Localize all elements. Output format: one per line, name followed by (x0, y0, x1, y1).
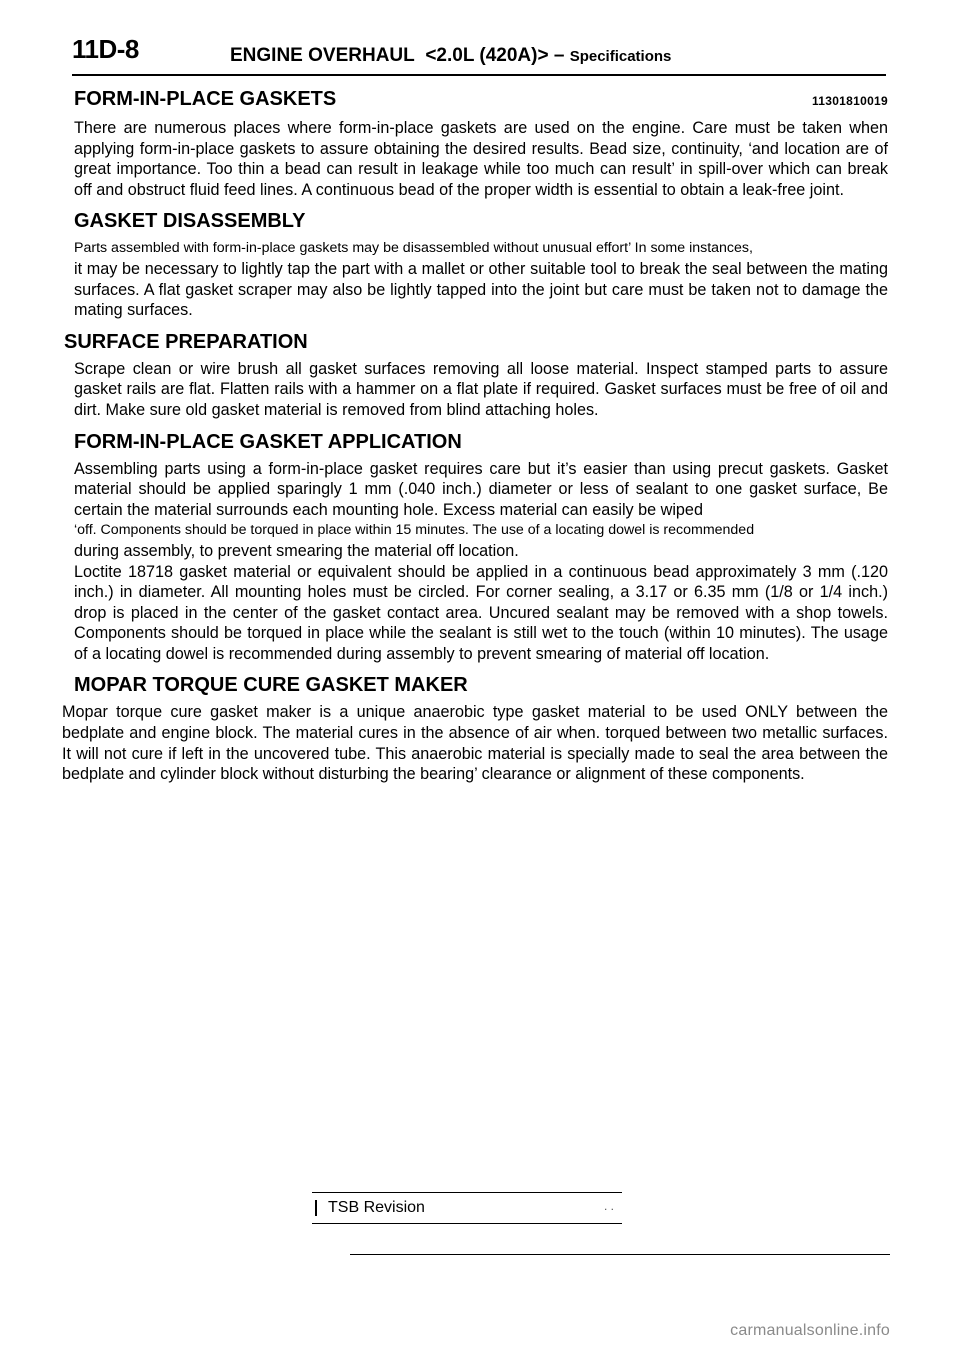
heading-text: FORM-IN-PLACE GASKETS (74, 88, 337, 110)
footer-rule (350, 1254, 890, 1255)
paragraph: Assembling parts using a form-in-place g… (74, 459, 888, 519)
watermark: carmanualsonline.info (730, 1322, 890, 1339)
tsb-bar (315, 1200, 317, 1216)
paragraph: Mopar torque cure gasket maker is a uniq… (62, 703, 888, 784)
section-heading: FORM-IN-PLACE GASKET APPLICATION (74, 429, 888, 455)
tsb-revision-box: TSB Revision . . (312, 1192, 622, 1224)
paragraph: during assembly, to prevent smearing the… (74, 541, 519, 560)
section-gasket-disassembly: GASKET DISASSEMBLY Parts assembled with … (62, 208, 888, 320)
section-code: 11301810019 (811, 94, 888, 108)
header-title: ENGINE OVERHAUL (230, 45, 415, 66)
paragraph: Loctite 18718 gasket material or equival… (74, 562, 888, 663)
section-heading: FORM-IN-PLACE GASKETS 11301810019 (74, 86, 888, 114)
heading-text: MOPAR TORQUE CURE GASKET MAKER (74, 674, 468, 697)
header-subsection: Specifications (569, 48, 672, 65)
heading-text: SURFACE PREPARATION (64, 330, 308, 353)
section-surface-preparation: SURFACE PREPARATION Scrape clean or wire… (62, 329, 888, 421)
section-heading: SURFACE PREPARATION (64, 329, 888, 355)
paragraph: Parts assembled with form-in-place gaske… (74, 240, 753, 257)
header-dash: – (553, 45, 565, 66)
heading-text: GASKET DISASSEMBLY (74, 210, 306, 233)
page-header: ENGINE OVERHAUL <2.0L (420A)> – Specific… (230, 46, 671, 65)
page-number: 11D-8 (72, 34, 139, 64)
section-form-in-place-gaskets: FORM-IN-PLACE GASKETS 11301810019 There … (62, 86, 888, 200)
header-engine: <2.0L (420A)> (425, 45, 549, 66)
paragraph: Scrape clean or wire brush all gasket su… (74, 359, 888, 419)
heading-text: FORM-IN-PLACE GASKET APPLICATION (74, 430, 462, 453)
section-heading: GASKET DISASSEMBLY (74, 208, 888, 234)
tsb-label: TSB Revision (328, 1199, 425, 1216)
document-body: FORM-IN-PLACE GASKETS 11301810019 There … (62, 86, 888, 793)
section-form-in-place-application: FORM-IN-PLACE GASKET APPLICATION Assembl… (62, 429, 888, 665)
paragraph: it may be necessary to lightly tap the p… (74, 259, 888, 320)
section-heading: MOPAR TORQUE CURE GASKET MAKER (74, 672, 888, 698)
section-mopar-gasket-maker: MOPAR TORQUE CURE GASKET MAKER Mopar tor… (62, 672, 888, 784)
header-rule (72, 74, 886, 76)
paragraph: There are numerous places where form-in-… (74, 119, 888, 199)
paragraph: ‘off. Components should be torqued in pl… (74, 522, 755, 539)
tsb-marks: . . (603, 1199, 614, 1213)
